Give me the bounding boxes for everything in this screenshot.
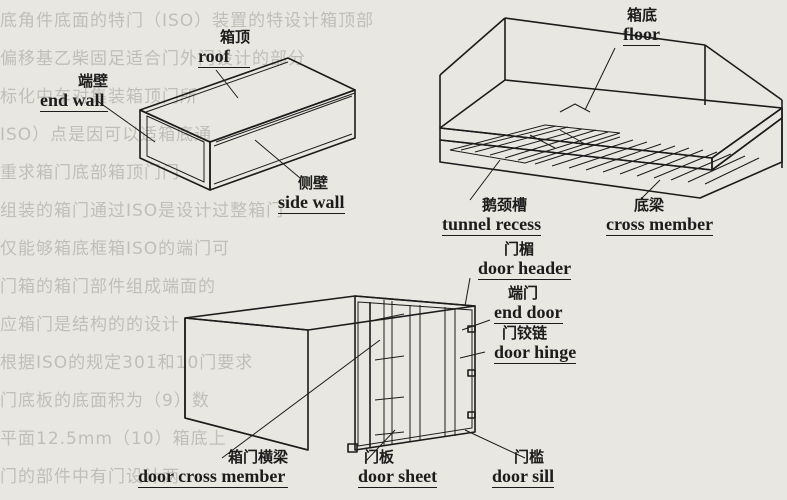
background-text-line: 门的部件中有门设计两 xyxy=(0,467,180,487)
label-tunnel-recess: 鹅颈槽 tunnel recess xyxy=(442,196,542,236)
door-end-container-drawing xyxy=(184,295,476,453)
closed-container-drawing xyxy=(139,57,356,191)
background-text-line: 组装的箱门通过ISO是设计过整箱门 xyxy=(0,201,285,221)
label-door-sheet: 门板 door sheet xyxy=(358,448,438,488)
background-text-line: 根据ISO的规定301和10门要求 xyxy=(0,353,254,373)
label-roof: 箱顶 roof xyxy=(198,28,251,68)
background-text-line: 底角件底面的特门（ISO）装置的特设计箱顶部 xyxy=(0,11,375,31)
background-text-line: 偏移基乙柴固足适合门外门设计的部分 xyxy=(0,49,306,69)
background-text-line: 标化中车对集装箱顶门所 xyxy=(0,87,198,107)
background-text-line: 门底板的底面积为（9）数 xyxy=(0,391,210,411)
label-door-hinge: 门铰链 door hinge xyxy=(494,324,577,364)
background-text-line: 应箱门是结构的的设计 xyxy=(0,315,180,335)
label-door-cross-member: 箱门横梁 door cross member xyxy=(138,448,289,488)
label-door-header: 门楣 door header xyxy=(478,240,572,280)
label-end-wall: 端壁 end wall xyxy=(40,72,109,112)
background-text-line: 重求箱门底部箱顶门门 xyxy=(0,163,180,183)
background-text-line: 平面12.5mm（10）箱底上 xyxy=(0,429,227,449)
label-floor: 箱底 floor xyxy=(623,6,660,46)
label-side-wall: 侧壁 side wall xyxy=(278,174,345,214)
background-text-line: ISO）点是因可以适箱底通 xyxy=(0,125,213,145)
background-text-line: 仅能够箱底框箱ISO的端门可 xyxy=(0,239,231,259)
label-cross-member: 底梁 cross member xyxy=(606,196,714,236)
label-door-sill: 门槛 door sill xyxy=(492,448,555,488)
container-frame-drawing xyxy=(439,17,783,199)
label-end-door: 端门 end door xyxy=(494,284,563,324)
background-text-line: 门箱的箱门部件组成端面的 xyxy=(0,277,216,297)
